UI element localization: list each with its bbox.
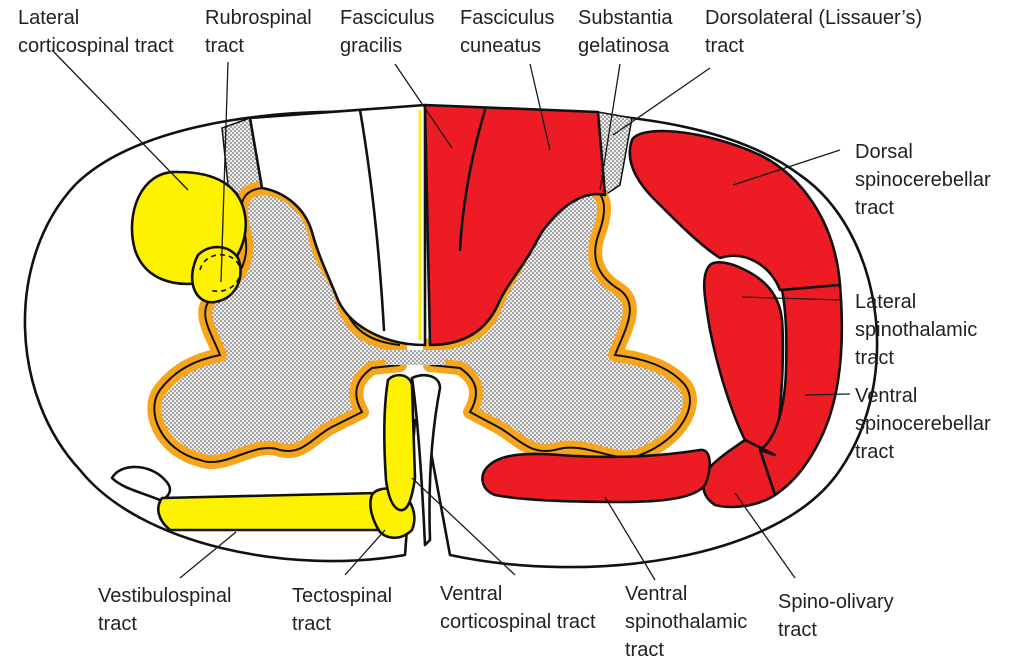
rubrospinal-tract — [192, 247, 240, 302]
label-ventral-spinothalamic: Ventral spinothalamic tract — [625, 583, 753, 661]
label-ventral-spinocerebellar: Ventral spinocerebellar tract — [855, 385, 996, 463]
label-dorsolateral: Dorsolateral (Lissauer’s) tract — [705, 7, 928, 57]
ventral-corticospinal-tract — [384, 375, 415, 510]
label-vestibulospinal: Vestibulospinal tract — [98, 585, 237, 635]
label-lateral-spinothalamic: Lateral spinothalamic tract — [855, 291, 983, 369]
label-spino-olivary: Spino-olivary tract — [778, 591, 899, 641]
label-fasciculus-gracilis: Fasciculus gracilis — [340, 7, 440, 57]
label-ventral-corticospinal: Ventral corticospinal tract — [440, 583, 596, 633]
gray-commissure — [385, 350, 445, 365]
vestibulospinal-tract — [158, 493, 385, 530]
ventral-spinothalamic-tract — [482, 450, 709, 502]
label-rubrospinal: Rubrospinal tract — [205, 7, 317, 57]
label-substantia-gelatinosa: Substantia gelatinosa — [578, 7, 678, 57]
label-fasciculus-cuneatus: Fasciculus cuneatus — [460, 7, 560, 57]
label-tectospinal: Tectospinal tract — [292, 585, 398, 635]
label-dorsal-spinocerebellar: Dorsal spinocerebellar tract — [855, 141, 996, 219]
label-lateral-corticospinal: Lateral corticospinal tract — [18, 7, 174, 57]
